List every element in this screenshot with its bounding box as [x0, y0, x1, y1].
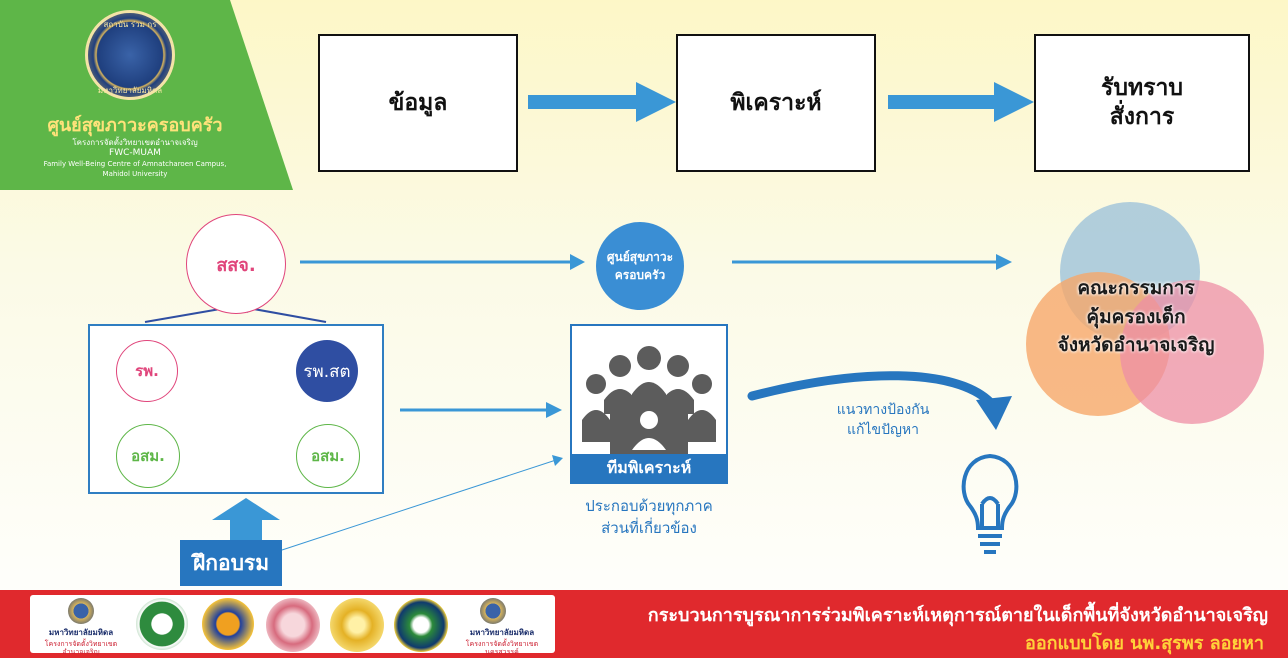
team-description-2: ส่วนที่เกี่ยวข้อง [601, 518, 697, 537]
committee-label-3: จังหวัดอำนาจเจริญ [1057, 334, 1215, 356]
guidance-text-1: แนวทางป้องกัน [836, 402, 930, 418]
committee-venn [1026, 202, 1264, 424]
logo-caption-left-2: โครงการจัดตั้งวิทยาเขตอำนาจเจริญ [44, 640, 118, 657]
step-analyze-box: พิเคราะห์ [676, 34, 876, 172]
mahidol-logo-left [68, 598, 94, 624]
step-acknowledge-label-2: สั่งการ [1109, 104, 1175, 130]
province-seal-logo [202, 598, 254, 650]
committee-label-1: คณะกรรมการ [1077, 277, 1195, 299]
guidance-text-2: แก้ไขปัญหา [846, 422, 920, 439]
family-centre-label-2: ครอบครัว [614, 268, 666, 282]
hospital-label: รพ. [135, 362, 159, 380]
ssj-circle: สสจ. [186, 214, 286, 314]
police-seal-logo [394, 598, 448, 652]
org-english-1: Family Well-Being Centre of Amnatcharoen… [43, 160, 227, 168]
step-acknowledge-box: รับทราบ สั่งการ [1034, 34, 1250, 172]
team-description-1: ประกอบด้วยทุกภาค [585, 497, 713, 515]
ministry-seal-logo [266, 598, 320, 652]
step-analyze-label: พิเคราะห์ [730, 89, 822, 116]
mahidol-logo-right [480, 598, 506, 624]
arrow-data-to-analyze [528, 82, 676, 122]
seal-bottom-text: มหาวิทยาลัยมหิดล [97, 86, 163, 95]
footer-author: ออกแบบโดย นพ.สุรพร ลอยหา [1025, 633, 1264, 654]
lightbulb-icon [961, 453, 1019, 554]
family-centre-circle: ศูนย์สุขภาวะ ครอบครัว [596, 222, 684, 310]
subdistrict-hospital-label: รพ.สต [303, 361, 351, 382]
step-data-box: ข้อมูล [318, 34, 518, 172]
family-centre-label-1: ศูนย์สุขภาวะ [606, 250, 674, 264]
committee-label: คณะกรรมการ คุ้มครองเด็ก จังหวัดอำนาจเจริ… [1020, 274, 1252, 360]
arrow-group-to-team [400, 402, 562, 418]
committee-label-2: คุ้มครองเด็ก [1086, 305, 1186, 328]
arrow-analyze-to-acknowledge [888, 82, 1034, 122]
arrows-layer [142, 82, 1034, 551]
guidance-text: แนวทางป้องกัน แก้ไขปัญหา [808, 400, 958, 441]
team-label: ทีมพิเคราะห์ [606, 457, 692, 477]
arrow-training-to-team [281, 455, 563, 551]
meeting-people-icon [582, 346, 716, 454]
hospital-circle: รพ. [116, 340, 178, 402]
seal-text: สถาบัน ร่วม กร [103, 20, 157, 29]
step-acknowledge-label-1: รับทราบ [1101, 75, 1183, 102]
arrow-team-to-guidance [747, 371, 995, 407]
arrow-head-guidance [976, 396, 1012, 430]
team-description: ประกอบด้วยทุกภาค ส่วนที่เกี่ยวข้อง [540, 496, 758, 540]
training-box: ฝึกอบรม [180, 540, 282, 586]
moph-logo [136, 598, 188, 650]
org-name: ศูนย์สุขภาวะครอบครัว [47, 115, 223, 136]
team-box: ทีมพิเคราะห์ [570, 324, 728, 484]
training-label: ฝึกอบรม [192, 550, 270, 575]
footer-title: กระบวนการบูรณาการร่วมพิเคราะห์เหตุการณ์ต… [647, 605, 1268, 626]
org-english-2: Mahidol University [102, 170, 168, 178]
vhv-left-circle: อสม. [116, 424, 180, 488]
logo-caption-right-1: มหาวิทยาลัยมหิดล [469, 628, 535, 637]
team-label-bar: ทีมพิเคราะห์ [572, 454, 726, 482]
arrow-centre-to-committee [732, 254, 1012, 270]
org-project: โครงการจัดตั้งวิทยาเขตอำนาจเจริญ [72, 138, 198, 147]
vhv-right-label: อสม. [311, 447, 345, 465]
vhv-right-circle: อสม. [296, 424, 360, 488]
vhv-left-label: อสม. [131, 447, 165, 465]
step-data-label: ข้อมูล [388, 89, 448, 116]
subdistrict-hospital-circle: รพ.สต [296, 340, 358, 402]
arrow-training-up [212, 498, 280, 540]
org-abbr: FWC-MUAM [109, 148, 161, 158]
logo-caption-left-1: มหาวิทยาลัยมหิดล [48, 628, 114, 637]
logo-caption-right-2: โครงการจัดตั้งวิทยาเขตนครสวรรค์ [465, 640, 539, 657]
arrow-ssj-to-centre [300, 254, 585, 270]
golden-seal-logo [330, 598, 384, 652]
ssj-label: สสจ. [216, 254, 256, 276]
mahidol-seal-logo [85, 10, 175, 100]
venn-circle-right [1120, 280, 1264, 424]
